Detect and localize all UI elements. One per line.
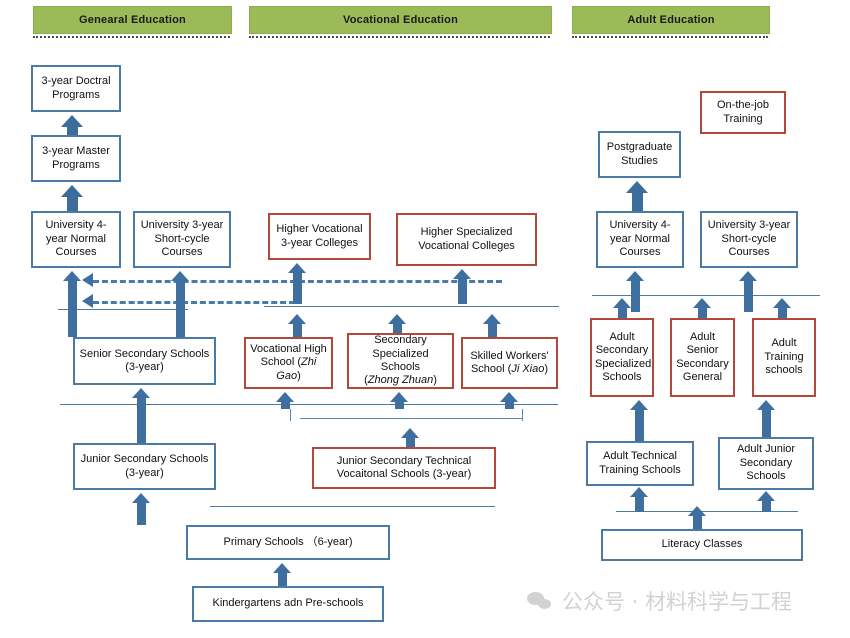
node-postgraduate: Postgraduate Studies [598,131,681,178]
dash-lower [93,301,295,304]
column-header-1: Vocational Education [249,6,552,34]
a-junior-senior [136,397,146,443]
column-header-2: Adult Education [572,6,770,34]
node-label: Kindergartens adn Pre-schools [212,597,364,610]
node-label: Senior Secondary Schools (3-year) [79,347,210,373]
node-kindergarten: Kindergartens adn Pre-schools [192,586,384,622]
a-adult-u3 [743,280,753,312]
node-label: University 3-year Short-cycle Courses [140,219,224,259]
node-label: Higher Specialized Vocational Colleges [418,226,515,252]
line-primary-feed [210,506,495,507]
node-univ-3yr-short: University 3-year Short-cycle Courses [133,211,231,268]
node-label: University 4- year Normal Courses [45,219,107,259]
a-ajs-up [761,409,771,437]
line-secondary-feed [60,404,558,405]
a-jst-up [405,437,415,447]
line-senior-junior [58,309,188,310]
node-adult-technical: Adult Technical Training Schools [586,441,694,486]
node-secondary-specialized: Secondary Specialized Schools (Zhong Zhu… [347,333,454,389]
a-senior-univ3 [175,280,185,337]
node-adult-senior-general: Adult Senior Secondary General [670,318,735,397]
node-label: Vocational High School (Zhi Gao) [250,342,327,382]
node-label: University 4- year Normal Courses [609,219,671,259]
a-to-sw [487,323,497,339]
column-separator-1 [249,36,550,38]
a-univ-master [66,194,78,211]
node-adult-sec-specialized: Adult Secondary Specialized Schools [590,318,654,397]
a-lit-mid [692,515,702,529]
node-adult-univ-4yr: University 4- year Normal Courses [596,211,684,268]
watermark-text: 公众号 · 材料科学与工程 [562,590,793,614]
node-junior-technical: Junior Secondary Technical Vocaitonal Sc… [312,447,496,489]
node-primary: Primary Schools （6-year) [186,525,390,560]
node-label: On-the-job Training [717,99,769,125]
node-higher-specialized: Higher Specialized Vocational Colleges [396,213,537,266]
node-adult-univ-3yr: University 3-year Short-cycle Courses [700,211,798,268]
node-junior-secondary: Junior Secondary Schools (3-year) [73,443,216,490]
a-senior-univ4 [67,280,77,337]
a-adult-sg [697,307,707,318]
node-label: Adult Technical Training Schools [599,450,681,476]
node-label: Postgraduate Studies [606,141,673,167]
node-literacy: Literacy Classes [601,529,803,561]
a-sw-up [504,401,514,409]
a-adult-ss [617,307,627,318]
a-lit-att [634,496,644,512]
node-label: 3-year Doctral Programs [41,75,111,101]
node-univ-4yr-normal: University 4- year Normal Courses [31,211,121,268]
node-label: Primary Schools （6-year) [223,535,353,548]
a-to-vhs [292,323,302,339]
a-adult-tr [777,307,787,318]
wechat-watermark: 公众号 · 材料科学与工程 [527,586,792,616]
column-header-0: Genearal Education [33,6,232,34]
node-adult-training: Adult Training schools [752,318,816,397]
dash-head-upper [82,273,93,287]
node-label: University 3-year Short-cycle Courses [707,219,791,259]
dash-head-lower [82,294,93,308]
node-senior-secondary: Senior Secondary Schools (3-year) [73,337,216,385]
node-label: Adult Junior Secondary Schools [736,443,796,483]
node-higher-vocational: Higher Vocational 3-year Colleges [268,213,371,260]
line-vocational-mid [264,306,559,307]
line-adult-lower [616,511,798,512]
column-separator-2 [572,36,768,38]
node-master: 3-year Master Programs [31,135,121,182]
a-vhs-up [280,401,290,409]
thin-connector-2 [290,409,291,421]
node-on-the-job: On-the-job Training [700,91,786,134]
node-label: Literacy Classes [661,538,743,551]
node-label: Higher Vocational 3-year Colleges [276,223,363,249]
a-att-up [634,409,644,441]
node-label: Secondary Specialized Schools (Zhong Zhu… [364,334,437,387]
thin-connector-3 [522,409,523,421]
a-ss-up [394,401,404,409]
node-label: 3-year Master Programs [42,145,110,171]
thin-connector-1 [410,418,522,419]
a-adult-u4 [630,280,640,312]
wechat-bubble-icon [527,591,553,611]
node-label: Junior Secondary Schools (3-year) [80,453,209,479]
a-vhs-hvc [292,272,302,304]
a-master-doctoral [66,124,78,135]
a-ss-hsvc [457,278,467,304]
node-adult-junior: Adult Junior Secondary Schools [718,437,814,490]
a-primary-junior [136,502,146,525]
node-vocational-high: Vocational High School (Zhi Gao) [244,337,333,389]
thin-connector-0 [300,418,412,419]
node-label: Adult Senior Secondary General [676,330,729,383]
node-label: Adult Secondary Specialized Schools [595,330,652,383]
line-adult-univ [592,295,820,296]
node-doctoral: 3-year Doctral Programs [31,65,121,112]
a-lit-ajs [761,500,771,512]
a-adult-pg [631,190,643,211]
node-label: Adult Training schools [764,337,804,377]
a-kinder-primary [277,572,287,586]
node-skilled-workers: Skilled Workers' School (Ji Xiao) [461,337,558,389]
a-to-ss [392,323,402,335]
node-label: Junior Secondary Technical Vocaitonal Sc… [336,454,472,480]
node-label: Skilled Workers' School (Ji Xiao) [470,349,549,375]
column-separator-0 [33,36,230,38]
